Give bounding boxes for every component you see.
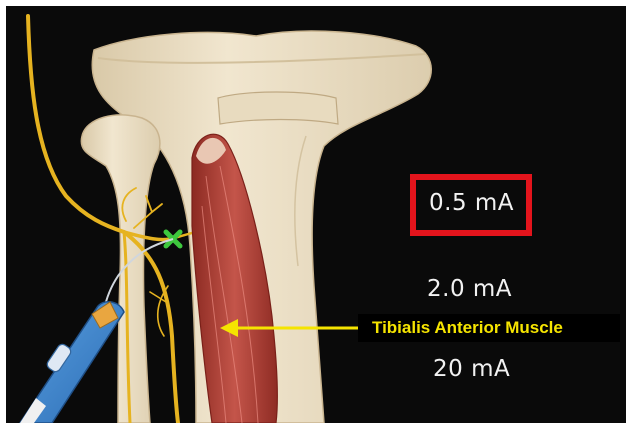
muscle-label: Tibialis Anterior Muscle (358, 314, 620, 342)
current-value-bottom: 20 mA (433, 356, 510, 382)
current-value-highlighted: 0.5 mA (429, 190, 514, 216)
stimulating-needle-icon (20, 239, 173, 423)
leg-anatomy-illustration (6, 6, 626, 423)
current-value-middle: 2.0 mA (427, 276, 512, 302)
illustration-frame: 0.5 mA 2.0 mA Tibialis Anterior Muscle 2… (6, 6, 626, 423)
fibula-bone (81, 115, 160, 423)
